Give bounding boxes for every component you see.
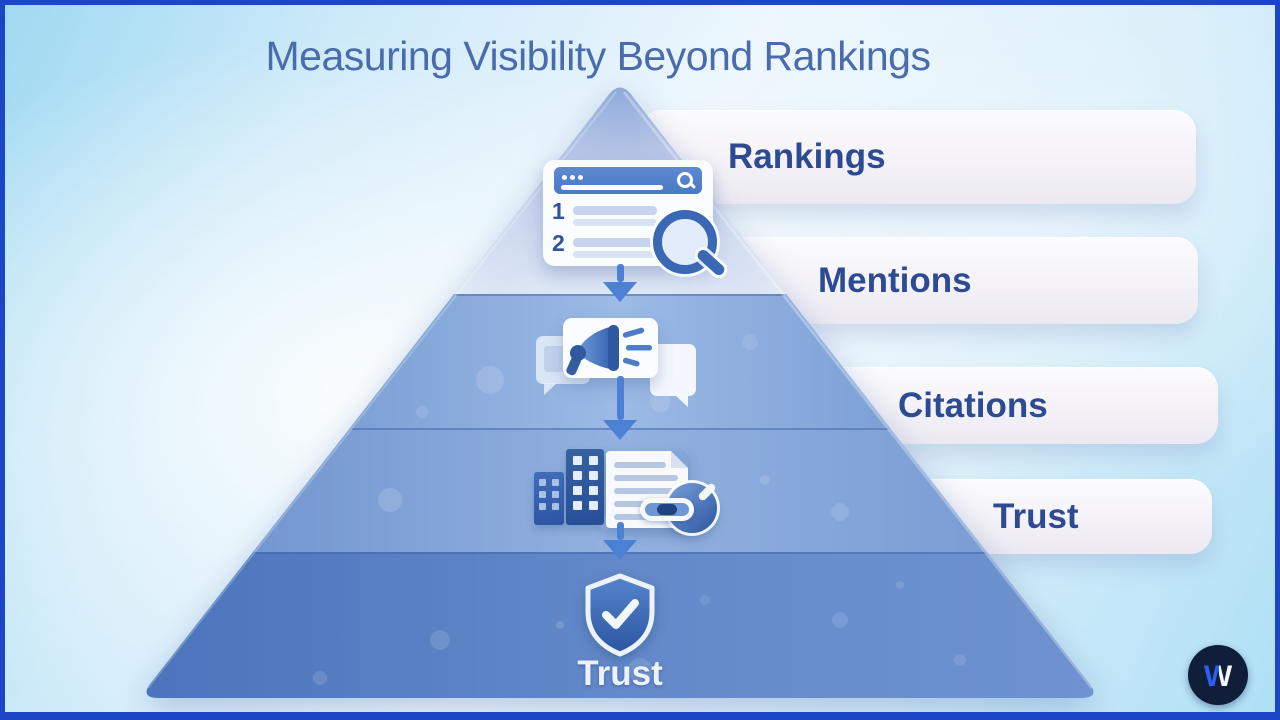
window-dot	[562, 175, 567, 180]
search-results-icon: 1 2	[543, 160, 727, 278]
arrow-head-icon	[603, 282, 637, 302]
rank-number-1: 1	[552, 198, 565, 224]
arrow-head-icon	[603, 540, 637, 560]
level-label-rankings: Rankings	[728, 137, 886, 176]
level-label-trust: Trust	[993, 496, 1079, 536]
text-line	[614, 488, 676, 494]
text-line	[614, 462, 666, 468]
megaphone-icon	[563, 318, 658, 378]
link-pill-icon	[640, 498, 694, 521]
megaphone-graphic	[566, 325, 652, 376]
text-line	[614, 514, 652, 520]
w-logo-icon: W	[1204, 660, 1233, 693]
building-tall-icon	[566, 449, 604, 525]
folded-corner	[671, 451, 688, 468]
shield-check-icon	[582, 572, 658, 658]
logo-letter: W	[1204, 660, 1233, 693]
arrow-head-icon	[603, 420, 637, 440]
text-line	[573, 251, 657, 258]
text-line	[573, 206, 657, 215]
text-line	[614, 475, 678, 481]
flow-arrow-down-3	[603, 522, 637, 560]
search-icon	[677, 172, 693, 188]
window-grid	[566, 456, 604, 510]
text-line	[573, 238, 657, 247]
building-small-icon	[534, 472, 564, 525]
window-dot	[570, 175, 575, 180]
window-dot	[578, 175, 583, 180]
page-title: Measuring Visibility Beyond Rankings	[265, 33, 931, 80]
rank-number-2: 2	[552, 230, 565, 256]
level-bar-rankings: Rankings	[640, 110, 1196, 204]
level-label-citations: Citations	[898, 385, 1048, 425]
brand-logo: W	[1188, 645, 1248, 705]
link-dot	[657, 504, 677, 515]
window-grid	[534, 479, 564, 510]
browser-bar	[554, 167, 702, 194]
flow-arrow-down-2	[603, 376, 637, 440]
flow-arrow-down-1	[603, 264, 637, 302]
magnifier-icon	[653, 210, 717, 274]
text-line	[573, 219, 657, 226]
search-field	[561, 185, 663, 190]
shield-graphic	[585, 573, 655, 657]
pyramid-base-label: Trust	[577, 654, 663, 693]
level-label-mentions: Mentions	[818, 260, 972, 300]
